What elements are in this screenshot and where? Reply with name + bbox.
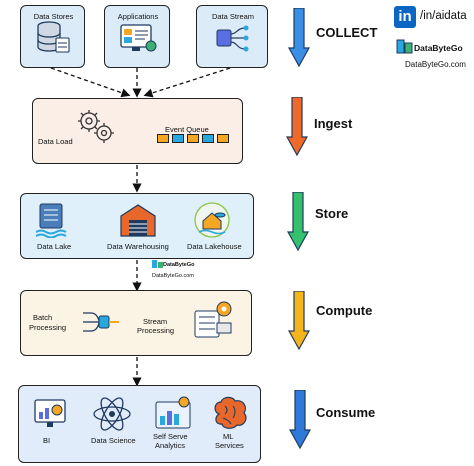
gears-icon bbox=[78, 110, 114, 143]
connector-stream-to-ingest bbox=[143, 67, 231, 98]
stage-label-consume: Consume bbox=[316, 405, 376, 420]
stream-processing-line-2: Processing bbox=[137, 326, 175, 335]
batch-processing-line-1: Batch bbox=[33, 313, 53, 322]
stage-label-store: Store bbox=[315, 206, 349, 221]
analytics-icon bbox=[155, 396, 191, 429]
source-box-data-stream: Data Stream bbox=[196, 5, 268, 68]
ingest-arrow-icon bbox=[286, 97, 308, 157]
brain-icon bbox=[214, 396, 247, 429]
consume-label-data-science: Data Science bbox=[91, 436, 136, 445]
compute-box: Batch Processing Stream Processing bbox=[20, 290, 252, 356]
stage-label-collect: COLLECT bbox=[316, 25, 378, 40]
source-box-applications: Applications bbox=[104, 5, 170, 68]
source-label-applications: Applications bbox=[117, 12, 159, 21]
store-label-data-lake: Data Lake bbox=[37, 242, 72, 251]
databytego-watermark-label: DataByteGo bbox=[163, 262, 195, 268]
stream-server-gear-icon bbox=[194, 301, 232, 338]
consume-arrow-icon bbox=[289, 390, 311, 450]
lakehouse-icon bbox=[194, 202, 230, 238]
atom-icon bbox=[93, 397, 131, 431]
compute-arrow-icon bbox=[288, 291, 310, 351]
consume-label-bi: BI bbox=[43, 436, 51, 445]
linkedin-handle: /in/aidata bbox=[420, 10, 467, 22]
consume-label-ml-line-2: Services bbox=[215, 441, 244, 450]
consume-box: BI Data Science Self Serve Analytics ML … bbox=[18, 385, 261, 463]
warehouse-icon bbox=[120, 204, 156, 237]
source-label-data-stream: Data Stream bbox=[211, 12, 255, 21]
databytego-logo-text: DataByteGo bbox=[414, 43, 463, 53]
event-queue-block bbox=[217, 134, 229, 143]
stage-label-ingest: Ingest bbox=[314, 116, 353, 131]
database-icon bbox=[37, 21, 70, 53]
store-label-data-warehousing: Data Warehousing bbox=[107, 242, 169, 251]
databytego-watermark-site: DataByteGo.com bbox=[152, 273, 194, 279]
consume-label-ml-line-1: ML bbox=[223, 432, 234, 441]
databytego-website: DataByteGo.com bbox=[405, 60, 466, 69]
databytego-logo-icon bbox=[396, 39, 413, 54]
consume-label-self-serve-line-2: Analytics bbox=[155, 441, 186, 450]
store-label-data-lakehouse: Data Lakehouse bbox=[187, 242, 242, 251]
data-lake-icon bbox=[36, 203, 67, 238]
stream-processing-line-1: Stream bbox=[143, 317, 168, 326]
event-queue-block bbox=[202, 134, 214, 143]
batch-processing-line-2: Processing bbox=[29, 323, 67, 332]
funnel-merge-icon bbox=[83, 312, 119, 332]
ingest-box: Data Load Event Queue bbox=[32, 98, 243, 164]
event-queue bbox=[157, 134, 237, 144]
linkedin-icon: in bbox=[394, 6, 416, 28]
event-queue-block bbox=[172, 134, 184, 143]
event-queue-block bbox=[187, 134, 199, 143]
connector-stores-to-ingest bbox=[50, 67, 131, 98]
store-box: Data Lake Data Warehousing Data Lakehous… bbox=[20, 193, 254, 259]
source-label-data-stores: Data Stores bbox=[33, 12, 74, 21]
event-queue-block bbox=[157, 134, 169, 143]
databytego-watermark-logo-icon bbox=[152, 260, 163, 268]
source-box-data-stores: Data Stores bbox=[20, 5, 85, 68]
event-queue-label: Event Queue bbox=[165, 125, 209, 134]
data-load-label: Data Load bbox=[38, 137, 73, 146]
bi-dashboard-icon bbox=[34, 399, 66, 427]
consume-label-self-serve-line-1: Self Serve bbox=[153, 432, 188, 441]
stream-network-icon bbox=[216, 25, 249, 52]
collect-arrow-icon bbox=[288, 8, 310, 68]
application-dashboard-icon bbox=[120, 24, 157, 52]
stage-label-compute: Compute bbox=[316, 303, 373, 318]
store-arrow-icon bbox=[287, 192, 309, 252]
